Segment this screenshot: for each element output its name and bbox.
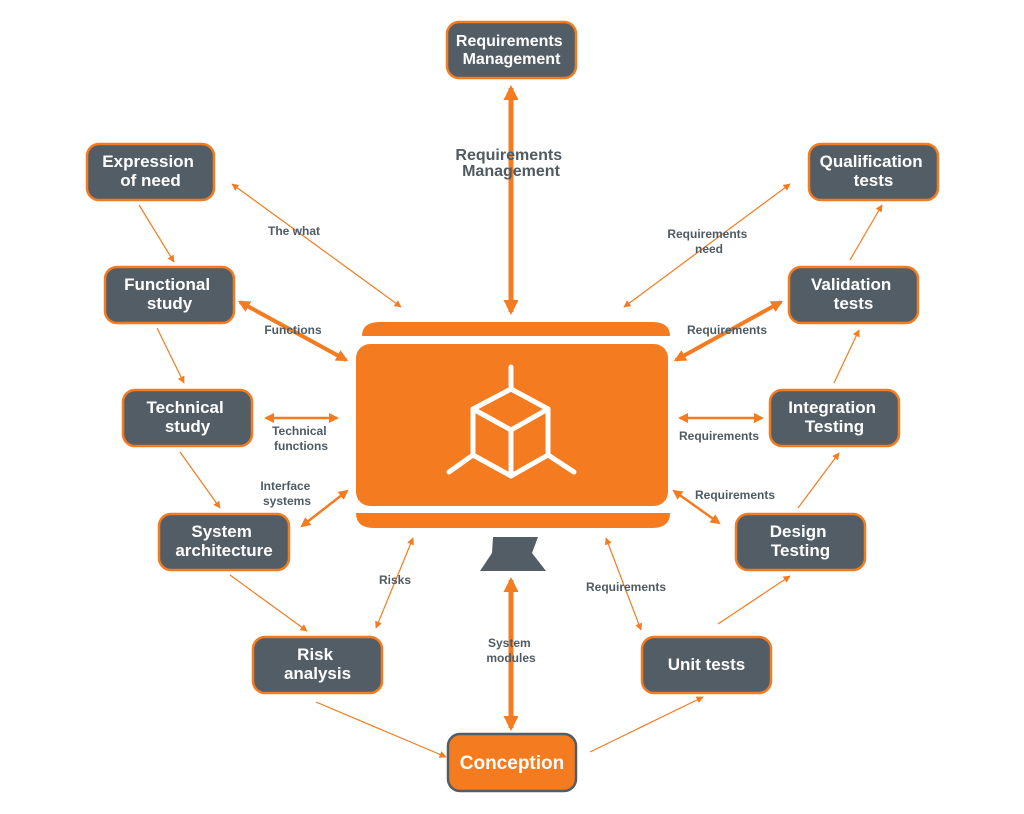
major-arrows xyxy=(237,85,784,731)
label-requirements-need: Requirements need xyxy=(667,227,750,256)
flow-integration-to-validation xyxy=(833,329,860,384)
svg-text:Integration Testing: Integration Testing xyxy=(788,398,881,436)
nodes: Requirements Management Expression of ne… xyxy=(85,20,940,793)
label-requirements-validation: Requirements xyxy=(687,323,767,337)
node-integration-testing: Integration Testing xyxy=(768,388,901,448)
monitor-bottom-bar xyxy=(356,513,670,528)
label-functions: Functions xyxy=(264,323,322,337)
arrow-requirements-need xyxy=(623,183,791,308)
label-the-what: The what xyxy=(268,224,320,238)
node-qualification-tests: Qualification tests xyxy=(807,142,940,202)
flow-design-to-integration xyxy=(797,452,840,509)
label-technical-functions: Technical functions xyxy=(272,424,330,453)
arrow-requirements-unit xyxy=(604,537,643,631)
flow-architecture-to-risk xyxy=(229,574,308,632)
node-system-architecture: System architecture xyxy=(157,512,291,572)
flow-technical-to-architecture xyxy=(179,451,221,509)
arrow-functions xyxy=(237,300,349,362)
node-expression-of-need: Expression of need xyxy=(85,142,216,202)
arrow-risks xyxy=(375,537,414,629)
svg-text:Validation tests: Validation tests xyxy=(811,275,896,313)
node-technical-study: Technical study xyxy=(121,388,254,448)
label-system-modules: System modules xyxy=(486,636,536,665)
svg-text:System architecture: System architecture xyxy=(175,522,272,560)
svg-text:Requirements Managemen: Requirements Management xyxy=(456,33,567,68)
node-requirements-management: Requirements Management xyxy=(445,20,578,80)
svg-text:Expression of need: Expression of need xyxy=(102,152,198,190)
node-unit-tests: Unit tests xyxy=(640,635,773,695)
monitor-screen xyxy=(356,344,668,506)
svg-text:Conception: Conception xyxy=(460,753,565,774)
node-validation-tests: Validation tests xyxy=(787,265,920,325)
flow-expression-to-functional xyxy=(138,204,175,263)
cube-icon xyxy=(446,364,577,479)
label-requirements-design: Requirements xyxy=(695,488,775,502)
edge-labels: Requirements Management The what Require… xyxy=(260,147,775,665)
flow-unit-to-design xyxy=(717,575,791,625)
arrow-the-what xyxy=(231,183,402,308)
node-functional-study: Functional study xyxy=(103,265,236,325)
svg-text:Unit tests: Unit tests xyxy=(668,655,745,674)
arrow-design xyxy=(672,489,721,525)
svg-text:Design Testing: Design Testing xyxy=(770,522,831,560)
arrow-interface-systems xyxy=(300,489,349,528)
label-risks: Risks xyxy=(379,573,411,587)
node-risk-analysis: Risk analysis xyxy=(251,635,384,695)
label-requirements-management-link: Requirements Management xyxy=(455,147,566,180)
label-requirements-integration: Requirements xyxy=(679,429,759,443)
svg-text:Functional study: Functional study xyxy=(124,275,215,313)
flow-conception-to-unit xyxy=(589,696,704,753)
monitor-stand xyxy=(480,537,546,571)
arrow-validation xyxy=(673,300,784,362)
minor-arrows xyxy=(138,183,883,758)
flow-validation-to-qualification xyxy=(849,204,883,261)
svg-text:Technical study: Technical study xyxy=(147,398,229,436)
flow-risk-to-conception xyxy=(315,701,447,758)
svg-text:Qualification tests: Qualification tests xyxy=(820,152,928,190)
monitor-top-bar xyxy=(362,322,670,336)
svg-text:Risk analysis: Risk analysis xyxy=(284,645,351,683)
central-monitor xyxy=(356,322,670,571)
flow-functional-to-technical xyxy=(156,327,185,384)
node-conception: Conception xyxy=(446,732,578,793)
label-requirements-unit: Requirements xyxy=(586,580,666,594)
node-design-testing: Design Testing xyxy=(734,512,867,572)
label-interface-systems: Interface systems xyxy=(260,479,313,508)
